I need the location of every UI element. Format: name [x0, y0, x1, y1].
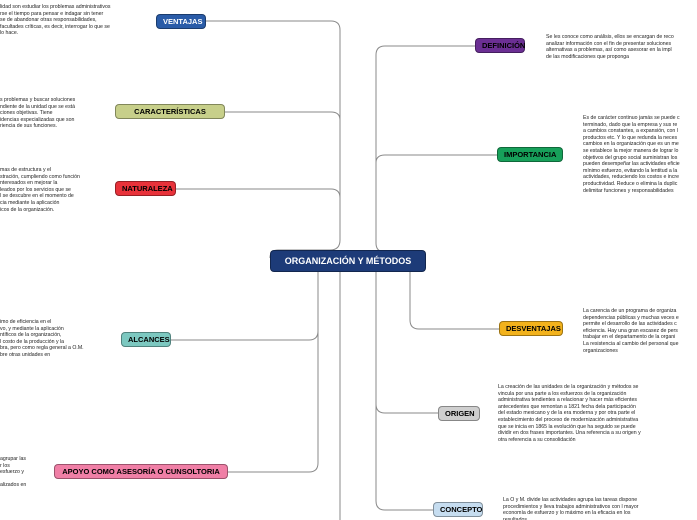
connector-desventajas	[409, 268, 499, 330]
definicion-text: Se les conoce como análisis, ellos se en…	[546, 34, 674, 60]
naturaleza-text: mas de estructura y el stración, cumplie…	[0, 167, 80, 213]
connector-concepto	[375, 404, 433, 511]
desventajas-text: La carencia de un programa de organiza d…	[583, 308, 679, 354]
topic-desventajas-label: DESVENTAJAS	[506, 324, 561, 333]
connector-definicion	[375, 45, 475, 259]
topic-importancia-label: IMPORTANCIA	[504, 150, 557, 159]
connector-importancia	[375, 154, 497, 164]
topic-definicion[interactable]: DEFINICIÓN	[475, 38, 525, 53]
apoyo-text: agrupar las r los esfuerzo y alizados en	[0, 456, 27, 489]
topic-ventajas[interactable]: VENTAJAS	[156, 14, 206, 29]
central-topic-label: ORGANIZACIÓN Y MÉTODOS	[284, 256, 412, 266]
topic-origen[interactable]: ORIGEN	[438, 406, 480, 421]
connector-naturaleza	[175, 188, 341, 199]
caracteristicas-text: s problemas y buscar soluciones ndiente …	[0, 97, 76, 130]
topic-importancia[interactable]: IMPORTANCIA	[497, 147, 563, 162]
connector-origen	[375, 252, 438, 414]
topic-caracteristicas[interactable]: CARACTERÍSTICAS	[115, 104, 225, 119]
topic-definicion-label: DEFINICIÓN	[482, 41, 526, 50]
topic-alcances[interactable]: ALCANCES	[121, 332, 171, 347]
ventajas-text: lidad son estudiar los problemas adminis…	[0, 4, 111, 37]
connector-alcances	[170, 262, 319, 341]
alcances-text: imo de eficiencia en el vo, y mediante l…	[0, 319, 84, 358]
connector-ventajas	[205, 20, 341, 259]
topic-desventajas[interactable]: DESVENTAJAS	[499, 321, 563, 336]
concepto-text: La O y M. divide las actividades agrupa …	[503, 497, 639, 520]
topic-ventajas-label: VENTAJAS	[163, 17, 203, 26]
topic-apoyo-asesoria-label: APOYO COMO ASESORÍA O CUNSOLTORIA	[62, 467, 220, 476]
connector-caracteristicas	[225, 111, 341, 121]
topic-origen-label: ORIGEN	[445, 409, 475, 418]
central-topic[interactable]: ORGANIZACIÓN Y MÉTODOS	[270, 250, 426, 272]
topic-naturaleza-label: NATURALEZA	[122, 184, 173, 193]
topic-naturaleza[interactable]: NATURALEZA	[115, 181, 176, 196]
topic-alcances-label: ALCANCES	[128, 335, 170, 344]
topic-concepto[interactable]: CONCEPTO	[433, 502, 483, 517]
connector-apoyo	[228, 330, 319, 473]
topic-apoyo-asesoria[interactable]: APOYO COMO ASESORÍA O CUNSOLTORIA	[54, 464, 228, 479]
importancia-text: Es de carácter continuo jamás se puede c…	[583, 115, 680, 194]
topic-concepto-label: CONCEPTO	[440, 505, 483, 514]
origen-text: La creación de las unidades de la organi…	[498, 384, 641, 443]
topic-caracteristicas-label: CARACTERÍSTICAS	[134, 107, 206, 116]
